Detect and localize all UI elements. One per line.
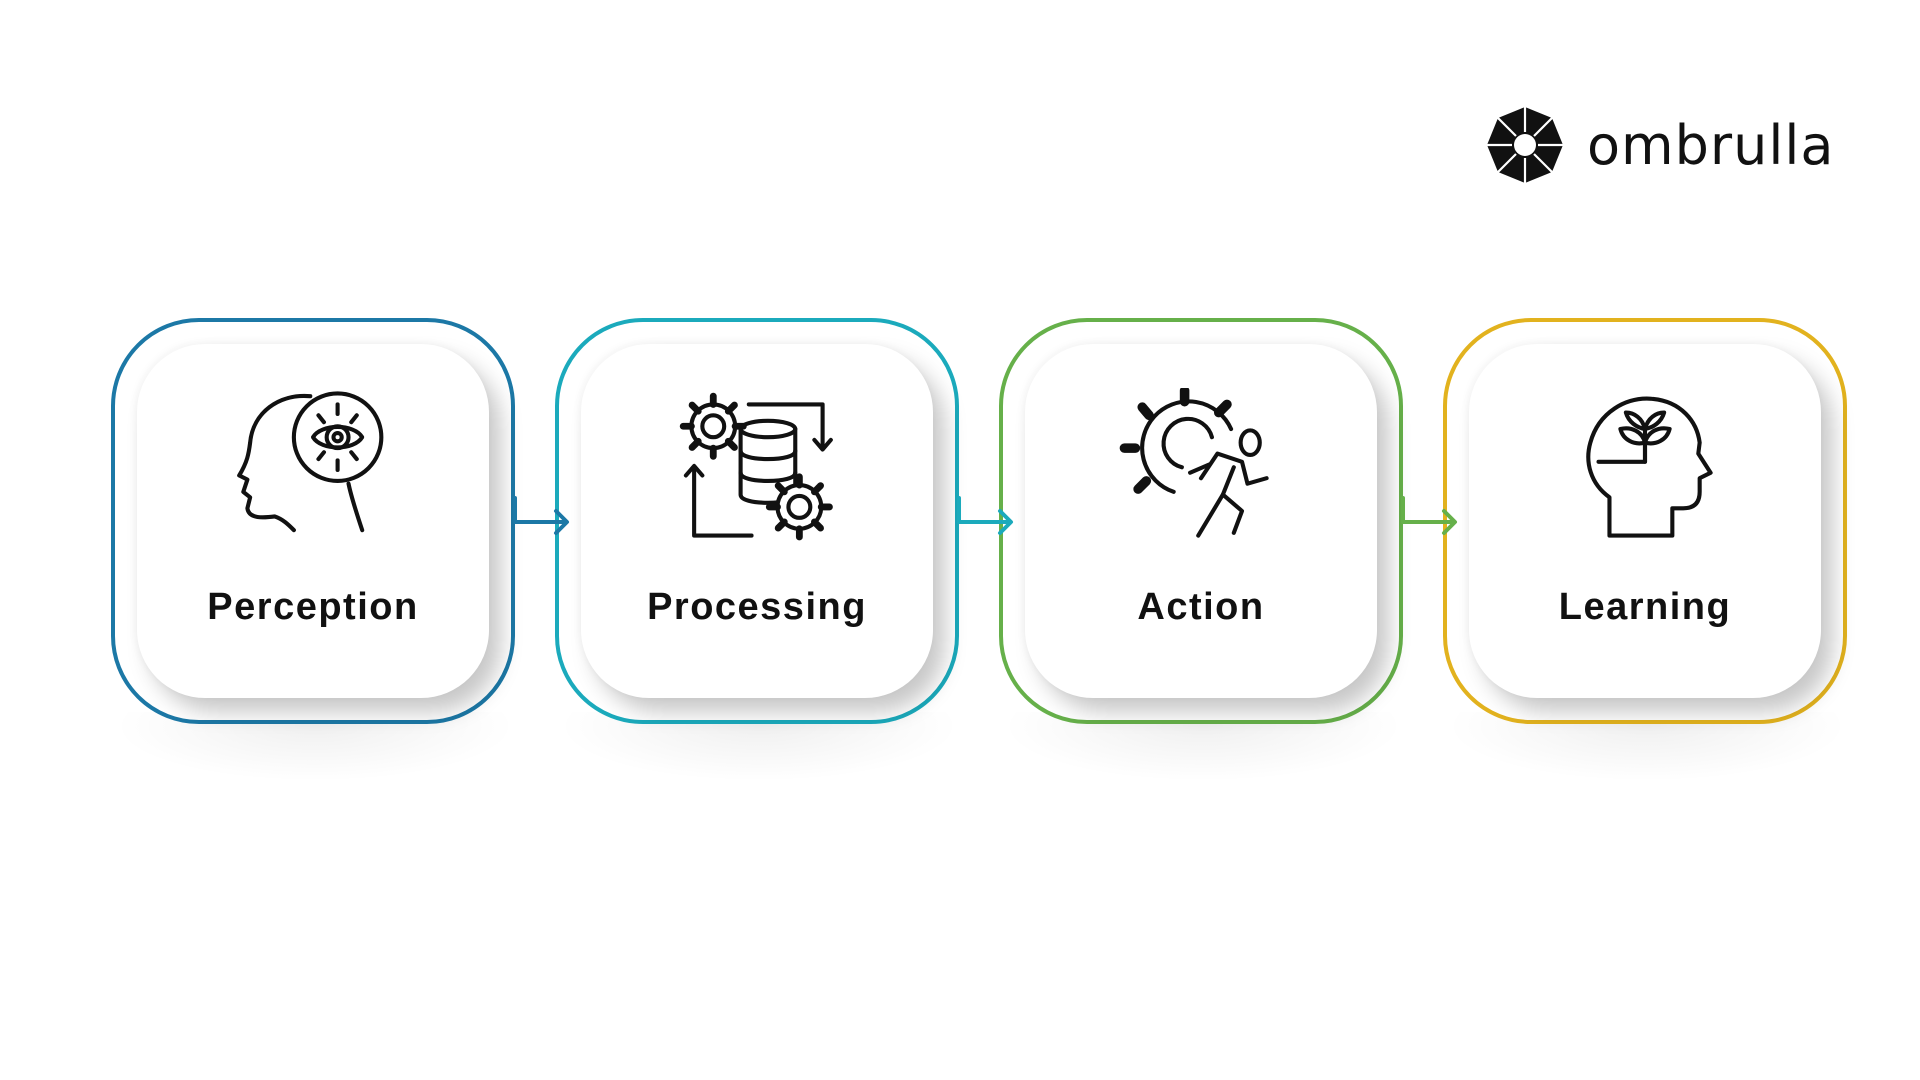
step-learning: Learning [1443, 318, 1847, 724]
head-eye-icon [231, 388, 395, 552]
step-label: Perception [207, 586, 419, 628]
brand-name: ombrulla [1587, 113, 1835, 177]
step-card: Processing [581, 344, 933, 698]
step-card: Learning [1469, 344, 1821, 698]
brand-logo: ombrulla [1485, 105, 1834, 185]
gears-database-icon [675, 388, 839, 552]
step-card: Action [1025, 344, 1377, 698]
step-perception: Perception [111, 318, 515, 724]
gear-runner-icon [1119, 388, 1283, 552]
step-label: Action [1137, 586, 1265, 628]
step-action: Action [999, 318, 1403, 724]
step-card: Perception [137, 344, 489, 698]
umbrella-logo-icon [1485, 105, 1565, 185]
head-sprout-icon [1563, 388, 1727, 552]
step-processing: Processing [555, 318, 959, 724]
step-label: Learning [1558, 586, 1732, 628]
step-label: Processing [647, 586, 867, 628]
